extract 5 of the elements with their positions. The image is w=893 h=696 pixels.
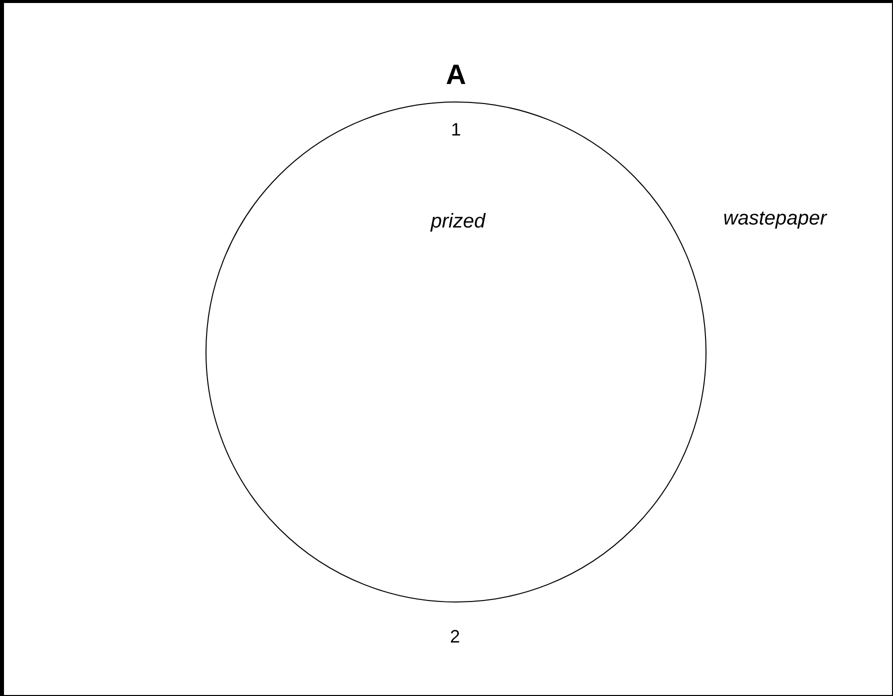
outside-label: wastepaper [723,208,827,230]
point-number: 1 [451,120,461,140]
circle-heading: A [446,59,466,91]
inside-label: prized [430,210,486,234]
point-number: 2 [450,626,460,648]
